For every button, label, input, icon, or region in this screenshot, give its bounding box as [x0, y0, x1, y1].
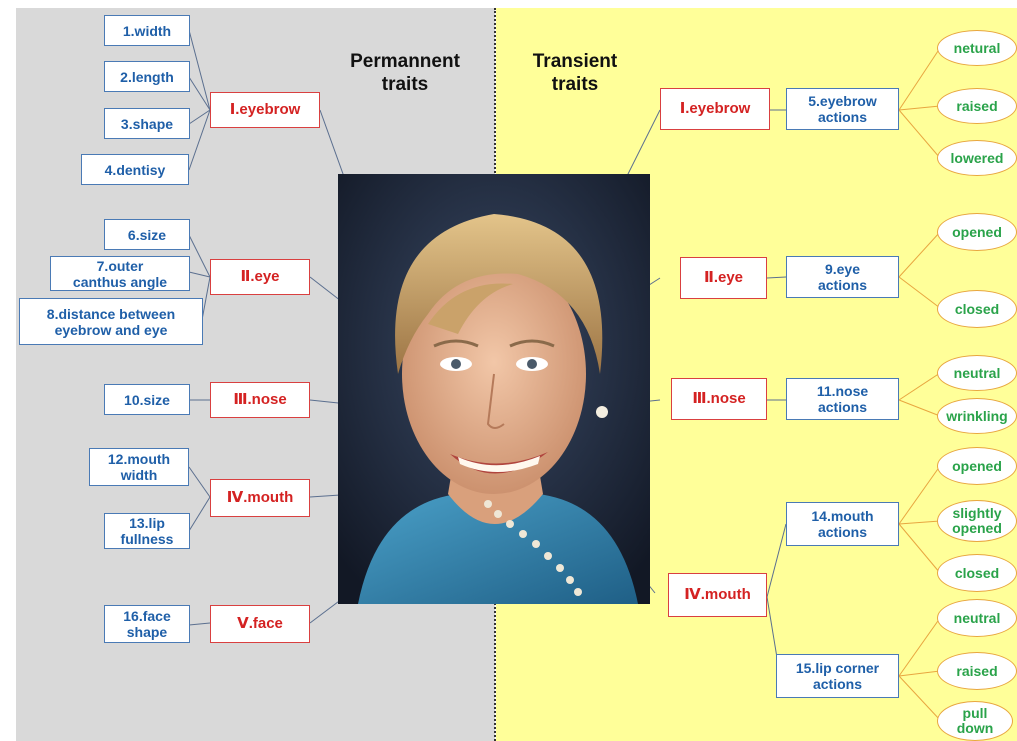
state-nose-neutral: neutral: [937, 355, 1017, 391]
transient-trait-eyebrow: Ⅰ.eyebrow: [660, 88, 770, 130]
action-lip-corner: 15.lip corner actions: [776, 654, 899, 698]
permanent-trait-nose: Ⅲ.nose: [210, 382, 310, 418]
feature-outer-canthus-angle: 7.outer canthus angle: [50, 256, 190, 291]
feature-mouth-width: 12.mouth width: [89, 448, 189, 486]
permanent-trait-mouth: Ⅳ.mouth: [210, 479, 310, 517]
permanent-trait-eyebrow: Ⅰ.eyebrow: [210, 92, 320, 128]
state-eye-closed: closed: [937, 290, 1017, 328]
state-eye-opened: opened: [937, 213, 1017, 251]
state-lip-neutral: neutral: [937, 599, 1017, 637]
feature-face-shape: 16.face shape: [104, 605, 190, 643]
permanent-traits-heading: Permannent traits: [350, 51, 460, 95]
permanent-trait-face: Ⅴ.face: [210, 605, 310, 643]
state-mouth-opened: opened: [937, 447, 1017, 485]
feature-eyebrow-eye-distance: 8.distance between eyebrow and eye: [19, 298, 203, 345]
feature-nose-size: 10.size: [104, 384, 190, 415]
feature-dentisy: 4.dentisy: [81, 154, 189, 185]
state-mouth-slightly-opened: slightly opened: [937, 500, 1017, 542]
face-photo: [338, 174, 650, 604]
feature-shape: 3.shape: [104, 108, 190, 139]
transient-trait-mouth: Ⅳ.mouth: [668, 573, 767, 617]
state-eyebrow-netural: netural: [937, 30, 1017, 66]
feature-width: 1.width: [104, 15, 190, 46]
state-lip-raised: raised: [937, 652, 1017, 690]
action-eye: 9.eye actions: [786, 256, 899, 298]
action-nose: 11.nose actions: [786, 378, 899, 420]
transient-trait-nose: Ⅲ.nose: [671, 378, 767, 420]
action-mouth: 14.mouth actions: [786, 502, 899, 546]
state-mouth-closed: closed: [937, 554, 1017, 592]
feature-length: 2.length: [104, 61, 190, 92]
permanent-trait-eye: Ⅱ.eye: [210, 259, 310, 295]
transient-trait-eye: Ⅱ.eye: [680, 257, 767, 299]
transient-traits-heading: Transient traits: [532, 51, 618, 95]
feature-lip-fullness: 13.lip fullness: [104, 513, 190, 549]
action-eyebrow: 5.eyebrow actions: [786, 88, 899, 130]
feature-eye-size: 6.size: [104, 219, 190, 250]
state-nose-wrinkling: wrinkling: [937, 398, 1017, 434]
state-lip-pull-down: pull down: [937, 701, 1013, 741]
state-eyebrow-raised: raised: [937, 88, 1017, 124]
state-eyebrow-lowered: lowered: [937, 140, 1017, 176]
